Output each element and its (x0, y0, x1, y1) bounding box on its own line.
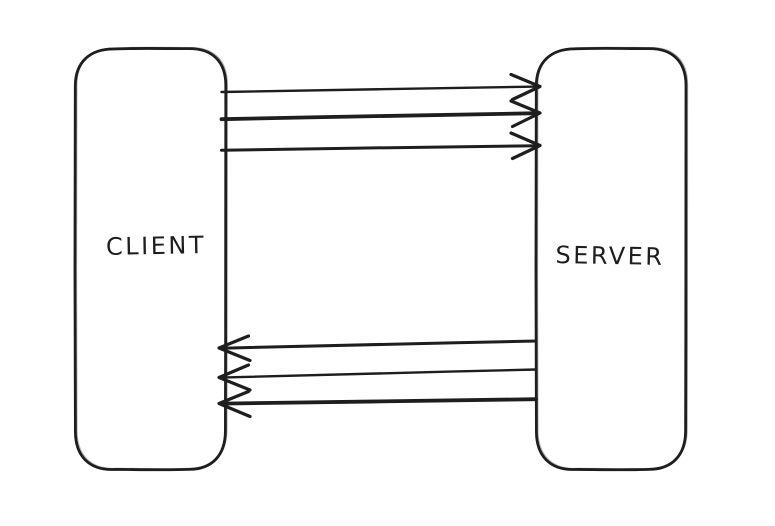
arrow-server-to-client-2[interactable] (217, 363, 538, 392)
arrowhead-left-icon (217, 363, 252, 392)
arrowhead-left-icon (217, 334, 252, 363)
client-box[interactable] (73, 47, 228, 472)
client-label: CLIENT (106, 231, 206, 261)
response-arrows (217, 334, 538, 419)
arrowhead-left-icon (217, 389, 252, 419)
arrow-client-to-server-3[interactable] (220, 131, 542, 161)
arrowhead-right-icon (509, 131, 542, 161)
server-node[interactable]: SERVER (534, 46, 689, 472)
arrow-server-to-client-3[interactable] (217, 389, 538, 419)
arrow-client-to-server-2[interactable] (219, 99, 542, 129)
arrow-server-to-client-1[interactable] (217, 334, 538, 363)
arrowhead-right-icon (509, 99, 542, 129)
arrow-client-to-server-1[interactable] (220, 72, 542, 102)
server-box[interactable] (534, 46, 688, 472)
server-label: SERVER (555, 241, 665, 271)
request-arrows (219, 72, 542, 161)
arrowhead-right-icon (509, 72, 542, 102)
client-node[interactable]: CLIENT (73, 46, 229, 472)
